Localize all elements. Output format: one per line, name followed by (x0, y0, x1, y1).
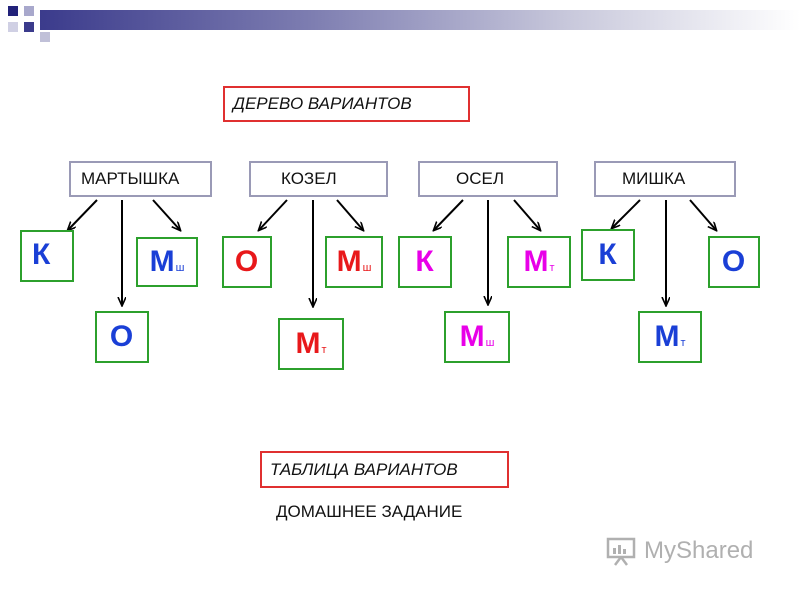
table-link-label[interactable]: ТАБЛИЦА ВАРИАНТОВ (270, 459, 458, 479)
corner-square-icon (8, 6, 18, 16)
animal-label: МАРТЫШКА (81, 169, 180, 188)
corner-square-icon (24, 6, 34, 16)
animal-label: МИШКА (622, 169, 686, 188)
animal-box-bear: МИШКА (594, 161, 736, 197)
option-box: К (398, 236, 452, 288)
animal-box-monkey: МАРТЫШКА (69, 161, 212, 197)
tree-arrow (68, 199, 98, 230)
tree-arrow (513, 199, 540, 230)
tree-title: ДЕРЕВО ВАРИАНТОВ (233, 94, 412, 113)
option-box: О (708, 236, 760, 288)
presentation-board-icon (606, 537, 636, 566)
watermark-text: MyShared (644, 537, 754, 564)
animal-label: ОСЕЛ (456, 169, 504, 188)
tree-arrow (259, 199, 288, 230)
option-box: К (581, 229, 635, 281)
homework-label: ДОМАШНЕЕ ЗАДАНИЕ (276, 502, 463, 521)
option-box: К (20, 230, 74, 282)
tree-arrow (434, 199, 464, 230)
tree-arrow (152, 199, 180, 230)
option-box: О (222, 236, 272, 288)
tree-arrow (612, 199, 641, 228)
corner-square-icon (8, 22, 18, 32)
tree-title-box: ДЕРЕВО ВАРИАНТОВ (223, 86, 470, 122)
corner-square-icon (24, 22, 34, 32)
corner-square-icon (40, 32, 50, 42)
animal-box-donkey: ОСЕЛ (418, 161, 558, 197)
option-box: О (95, 311, 149, 363)
tree-arrow (689, 199, 716, 230)
watermark: MyShared (606, 536, 753, 566)
animal-box-goat: КОЗЕЛ (249, 161, 388, 197)
header-gradient-bar (40, 10, 800, 30)
table-link-box[interactable]: ТАБЛИЦА ВАРИАНТОВ (260, 451, 509, 488)
tree-arrow (336, 199, 363, 230)
animal-label: КОЗЕЛ (281, 169, 337, 188)
